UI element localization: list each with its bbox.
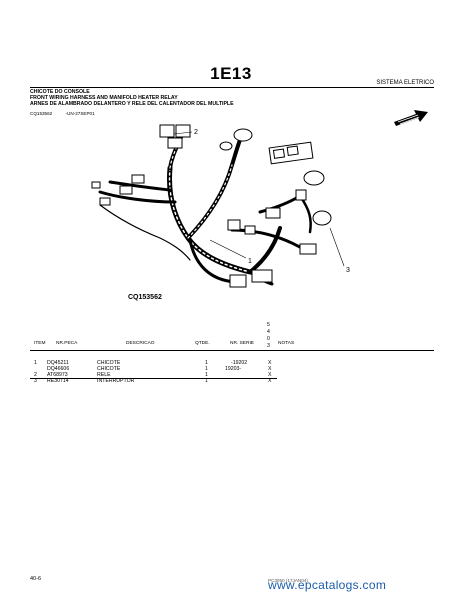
heading-spanish: ARNES DE ALAMBRADO DELANTERO Y RELE DEL … <box>30 101 234 107</box>
vertical-code-digit: 4 <box>267 329 270 335</box>
table-row-quantity: 1 <box>205 366 208 372</box>
figure-code: CQ153562 <box>128 294 162 301</box>
table-row-item: 3 <box>34 378 37 384</box>
table-row-quantity: 1 <box>205 360 208 366</box>
heading-english: FRONT WIRING HARNESS AND MANIFOLD HEATER… <box>30 95 178 101</box>
row-separator <box>30 378 277 379</box>
table-row-description: INTERRUPTOR <box>97 378 135 384</box>
figure-ref-date: -UN-27SEP01 <box>65 111 95 116</box>
column-header-quantity: QTDE. <box>195 341 210 346</box>
figure-ref-code: CQ153562 <box>30 111 53 116</box>
table-row-mark: X <box>268 360 272 366</box>
table-row-serial: -19202 <box>231 360 248 366</box>
table-row-mark: X <box>268 366 272 372</box>
vertical-code-digit: 3 <box>267 343 270 349</box>
page-number: 40-6 <box>30 576 42 582</box>
table-row-part-number: DQ46606 <box>47 366 70 372</box>
figure-reference: CQ153562 -UN-27SEP01 <box>30 111 107 116</box>
table-row-mark: X <box>268 372 272 378</box>
callout-2: 2 <box>194 129 198 136</box>
table-row-description: RELE <box>97 372 111 378</box>
table-row-part-number: RE30714 <box>47 378 69 384</box>
table-row-quantity: 1 <box>205 378 208 384</box>
direction-arrow-icon <box>394 110 428 126</box>
table-row-description: CHICOTE <box>97 360 121 366</box>
vertical-code-digit: 0 <box>267 336 270 342</box>
table-row-item: 2 <box>34 372 37 378</box>
table-row-part-number: DQ45211 <box>47 360 69 366</box>
table-row-mark: X <box>268 378 272 384</box>
wiring-harness-diagram: 2 1 3 <box>91 124 350 288</box>
column-header-notes: NOTAS <box>278 341 295 346</box>
watermark[interactable]: www.epcatalogs.com <box>268 578 387 592</box>
table-row-quantity: 1 <box>205 372 208 378</box>
vertical-code-digit: 5 <box>267 322 270 328</box>
table-row-item: 1 <box>34 360 37 366</box>
column-header-item: ITEM <box>34 341 46 346</box>
header-rule <box>30 87 434 88</box>
table-row-part-number: AT68973 <box>47 372 68 378</box>
column-header-serial: NR. SERIE <box>230 341 254 346</box>
column-header-description: DESCRICAO <box>126 341 155 346</box>
section-label: SISTEMA ELETRICO <box>376 80 434 86</box>
table-header-rule <box>30 350 434 351</box>
table-row-serial: 19203- <box>225 366 242 372</box>
heading-portuguese: CHICOTE DO CONSOLE <box>30 89 90 95</box>
table-row-description: CHICOTE <box>97 366 121 372</box>
callout-1: 1 <box>248 258 252 265</box>
callout-3: 3 <box>346 267 350 274</box>
column-header-part-number: NR.PECA <box>56 341 78 346</box>
footer-code: PC3050 (17JAN04) <box>268 578 308 583</box>
page-title: 1E13 <box>210 64 252 83</box>
